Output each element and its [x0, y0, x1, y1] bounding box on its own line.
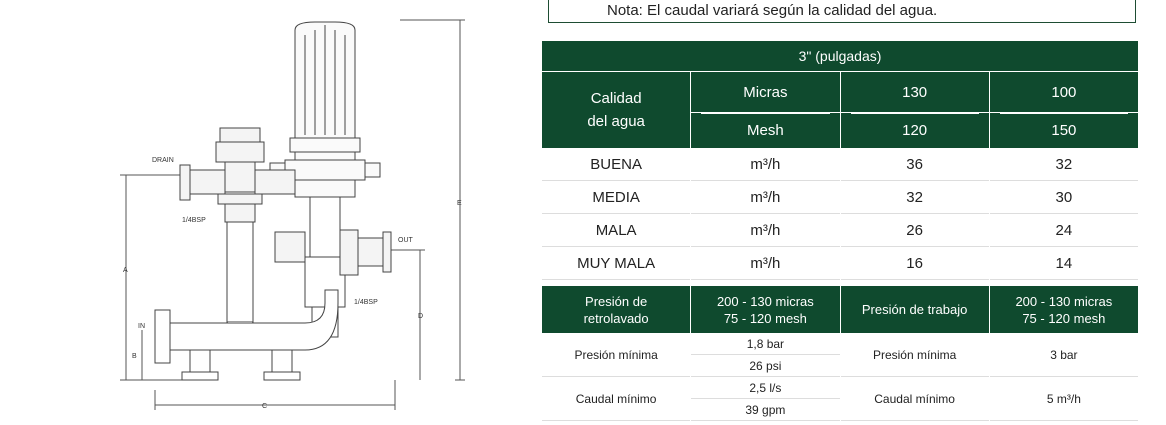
min-flow-label-2: Caudal mínimo [840, 378, 989, 421]
value-cell: 26 [840, 215, 989, 247]
drain-label: DRAIN [152, 157, 174, 164]
table-row: MUY MALA m³/h 16 14 [542, 248, 1138, 280]
dim-a-label: A [123, 267, 128, 274]
water-quality-note: Nota: El caudal variará según la calidad… [548, 0, 1136, 23]
min-flow-label: Caudal mínimo [542, 378, 691, 421]
min-pressure-label-2: Presión mínima [840, 334, 989, 377]
dim-b-label: B [132, 353, 137, 360]
min-pressure-bar: 1,8 bar [691, 334, 840, 355]
value-cell: 32 [989, 149, 1138, 181]
table-row: MALA m³/h 26 24 [542, 215, 1138, 247]
min-flow-value-2: 5 m³/h [989, 378, 1138, 421]
quality-header: Calidad del agua [542, 72, 691, 148]
table-row: Caudal mínimo 2,5 l/s Caudal mínimo 5 m³… [542, 378, 1138, 421]
unit-cell: m³/h [691, 182, 840, 214]
micras-100: 100 [989, 72, 1138, 112]
bsp-left-label: 1/4BSP [182, 217, 206, 224]
unit-cell: m³/h [691, 149, 840, 181]
value-cell: 14 [989, 248, 1138, 280]
in-label: IN [138, 323, 145, 330]
flow-rate-table: 3" (pulgadas) Calidad del agua Micras 13… [541, 40, 1139, 281]
dim-d-label: D [418, 313, 423, 320]
dim-c-label: C [262, 403, 267, 410]
table-row: Presión mínima 1,8 bar Presión mínima 3 … [542, 334, 1138, 377]
table-row: MEDIA m³/h 32 30 [542, 182, 1138, 214]
value-cell: 36 [840, 149, 989, 181]
mesh-label: Mesh [691, 113, 840, 148]
value-cell: 16 [840, 248, 989, 280]
table-title: 3" (pulgadas) [542, 41, 1138, 71]
quality-cell: MUY MALA [542, 248, 691, 280]
min-pressure-value-2: 3 bar [989, 334, 1138, 377]
min-pressure-label: Presión mínima [542, 334, 691, 377]
value-cell: 32 [840, 182, 989, 214]
min-pressure-psi: 26 psi [691, 356, 840, 377]
unit-cell: m³/h [691, 248, 840, 280]
filter-technical-drawing: DRAIN 1/4BSP OUT 1/4BSP IN A B C D E [120, 19, 465, 410]
mesh-120: 120 [840, 113, 989, 148]
micras-label: Micras [691, 72, 840, 112]
backwash-range-header: 200 - 130 micras 75 - 120 mesh [691, 286, 840, 333]
backwash-pressure-header: Presión de retrolavado [542, 286, 691, 333]
bsp-right-label: 1/4BSP [354, 299, 378, 306]
unit-cell: m³/h [691, 215, 840, 247]
pressure-table: Presión de retrolavado 200 - 130 micras … [541, 285, 1139, 422]
dim-e-label: E [457, 200, 462, 207]
quality-cell: MEDIA [542, 182, 691, 214]
min-flow-gpm: 39 gpm [691, 400, 840, 421]
table-row: BUENA m³/h 36 32 [542, 149, 1138, 181]
quality-cell: MALA [542, 215, 691, 247]
table-row: 26 psi [542, 356, 1138, 377]
table-row: 39 gpm [542, 400, 1138, 421]
working-pressure-header: Presión de trabajo [840, 286, 989, 333]
value-cell: 30 [989, 182, 1138, 214]
min-flow-ls: 2,5 l/s [691, 378, 840, 399]
quality-cell: BUENA [542, 149, 691, 181]
micras-130: 130 [840, 72, 989, 112]
working-range-header: 200 - 130 micras 75 - 120 mesh [989, 286, 1138, 333]
out-label: OUT [398, 237, 414, 244]
value-cell: 24 [989, 215, 1138, 247]
mesh-150: 150 [989, 113, 1138, 148]
